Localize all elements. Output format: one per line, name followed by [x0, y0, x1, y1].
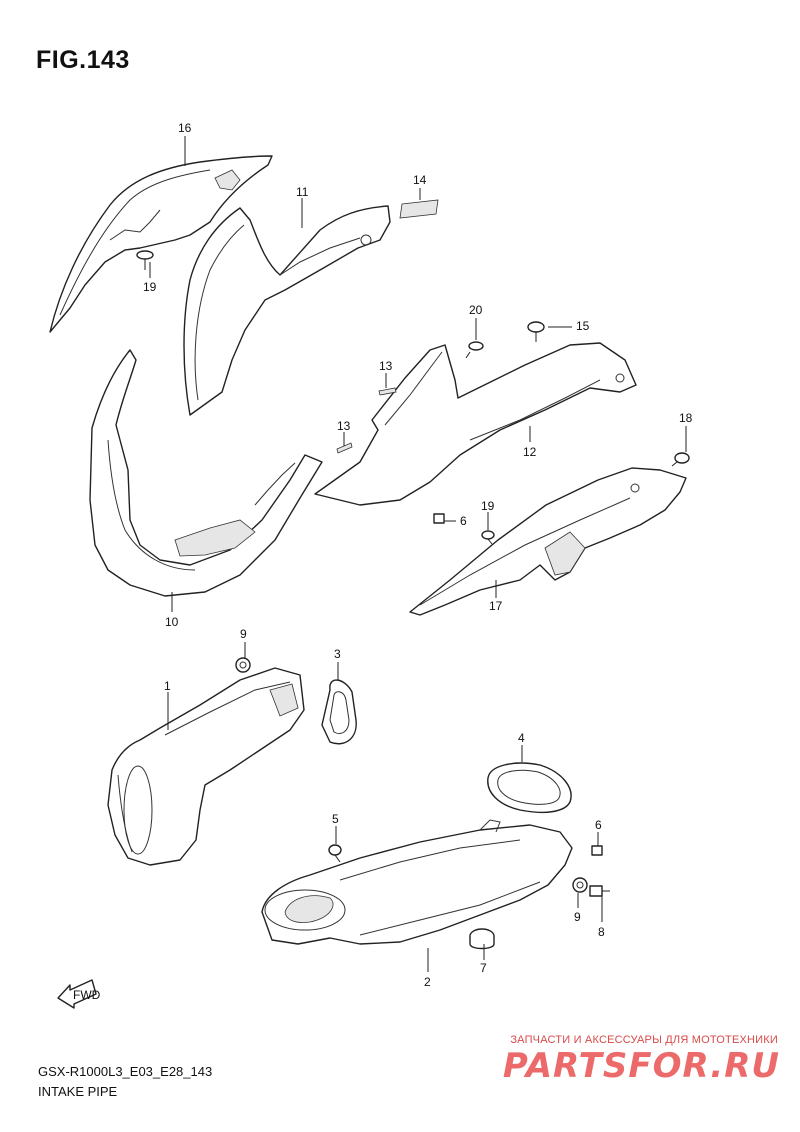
label-part-13-a: 13	[379, 359, 393, 373]
label-part-18: 18	[679, 411, 693, 425]
label-part-3: 3	[334, 647, 341, 661]
label-part-13-b: 13	[337, 419, 351, 433]
label-part-14: 14	[413, 173, 427, 187]
label-part-19-b: 19	[481, 499, 495, 513]
part-13-sticker-b	[336, 442, 353, 454]
grommet-7	[469, 928, 495, 950]
bolt-8	[589, 885, 610, 897]
leader-lines	[149, 136, 687, 972]
label-part-12: 12	[523, 445, 537, 459]
part-17-lower-panel	[409, 467, 687, 616]
label-part-20: 20	[469, 303, 483, 317]
part-11-inner-panel	[183, 205, 391, 416]
screw-20	[465, 341, 484, 359]
label-part-7: 7	[480, 961, 487, 975]
part-3-rubber-seal	[321, 679, 357, 745]
part-1-intake-duct	[107, 667, 305, 866]
fwd-arrow-icon: FWD	[57, 979, 101, 1009]
nut-6-a	[433, 513, 445, 524]
figure-title: FIG.143	[36, 46, 130, 74]
part-13-sticker-a	[378, 387, 397, 396]
label-part-10: 10	[165, 615, 179, 629]
nut-6-b	[591, 845, 603, 856]
part-4-seal-ring	[487, 762, 572, 814]
label-part-16: 16	[178, 121, 192, 135]
label-part-6-a: 6	[460, 514, 467, 528]
label-part-5: 5	[332, 812, 339, 826]
label-part-1: 1	[164, 679, 171, 693]
fwd-label: FWD	[73, 988, 101, 1002]
part-12-side-panel	[314, 342, 637, 506]
label-part-17: 17	[489, 599, 503, 613]
label-part-9-a: 9	[240, 627, 247, 641]
screw-18	[671, 452, 690, 467]
rivet-15	[527, 321, 545, 342]
label-part-2: 2	[424, 975, 431, 989]
part-number-labels: 16 19 11 14 20 15 13 13 12 18 6 19 17 10…	[143, 121, 693, 989]
label-part-9-b: 9	[574, 910, 581, 924]
part-14-sticker	[399, 199, 439, 219]
label-part-4: 4	[518, 731, 525, 745]
label-part-11: 11	[296, 185, 309, 199]
label-part-19-a: 19	[143, 280, 157, 294]
figure-code: GSX-R1000L3_E03_E28_143	[38, 1064, 213, 1079]
label-part-15: 15	[576, 319, 590, 333]
clip-5	[328, 844, 342, 863]
label-part-8: 8	[598, 925, 605, 939]
washer-9-b	[572, 877, 588, 893]
part-16-cowl-cover	[49, 155, 273, 333]
screw-19-a	[136, 250, 154, 270]
nut-9-a	[235, 657, 251, 673]
part-10-under-cowl	[89, 349, 323, 597]
watermark-logo: PARTSFOR.RU	[502, 1046, 780, 1086]
part-2-intake-duct	[261, 819, 573, 945]
screw-19-b	[481, 530, 495, 545]
watermark-tagline: ЗАПЧАСТИ И АКСЕССУАРЫ ДЛЯ МОТОТЕХНИКИ	[510, 1034, 778, 1046]
figure-subtitle: INTAKE PIPE	[38, 1084, 118, 1099]
label-part-6-b: 6	[595, 818, 602, 832]
